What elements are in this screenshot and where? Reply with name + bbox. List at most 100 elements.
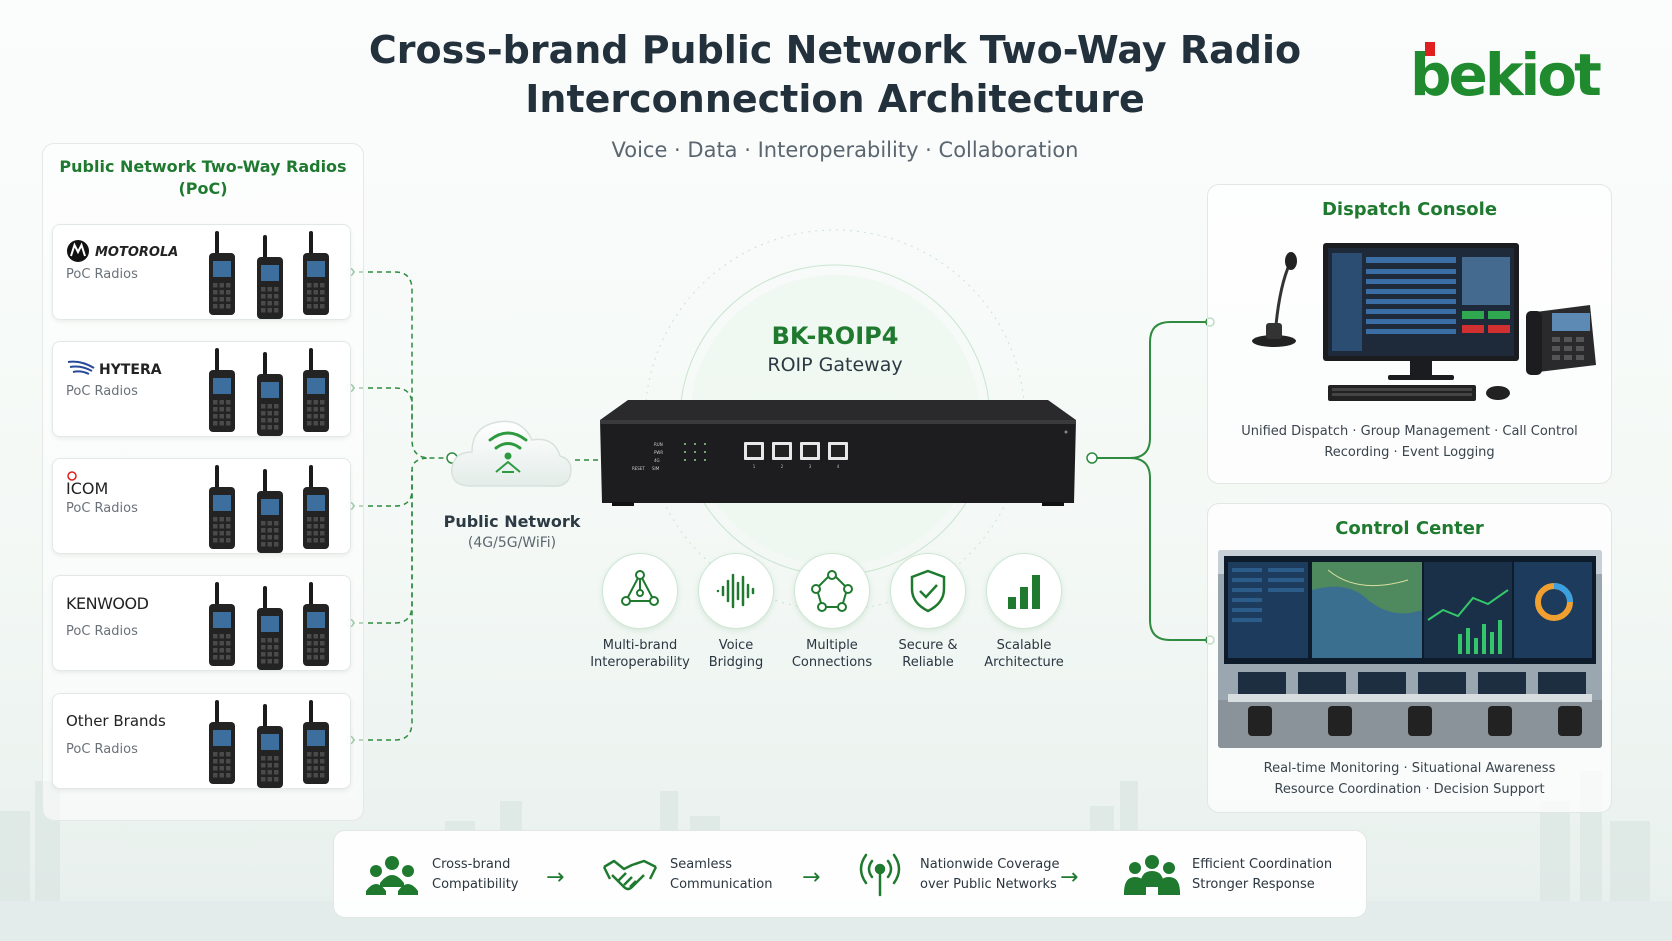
feature-label-line-2: Reliable <box>902 655 954 670</box>
sound-wave-icon <box>698 553 774 629</box>
control-desc-line-2: Resource Coordination · Decision Support <box>1274 782 1545 797</box>
brand-name: KENWOOD <box>66 594 149 613</box>
panel-label-reset: RESET <box>632 466 645 471</box>
microphone-icon <box>1252 252 1297 347</box>
arrow-right-icon: → <box>546 865 565 890</box>
control-center-description: Real-time Monitoring · Situational Aware… <box>1208 758 1611 800</box>
feature-label-line-1: Secure & <box>898 638 958 653</box>
dispatch-desc-line-1: Unified Dispatch · Group Management · Ca… <box>1241 424 1578 439</box>
radio-handset <box>257 704 283 788</box>
logo-red-mark <box>1425 42 1435 56</box>
port-number: 2 <box>781 464 784 469</box>
title-line-2: Interconnection Architecture <box>525 77 1145 121</box>
brand-card-kenwood[interactable]: KENWOOD PoC Radios <box>52 575 351 671</box>
gateway-model: BK-ROIP4 <box>771 322 899 350</box>
radio-handset <box>303 582 329 666</box>
brand-card-hytera[interactable]: HYTERA PoC Radios <box>52 341 351 437</box>
handshake-icon <box>602 859 658 891</box>
network-nodes-icon <box>602 553 678 629</box>
feature-label-line-2: Connections <box>791 655 873 670</box>
bar-chart-icon <box>986 553 1062 629</box>
desk-phone-icon <box>1526 305 1596 375</box>
arrow-right-icon: → <box>1060 865 1079 890</box>
connections-icon <box>794 553 870 629</box>
feature-label-line-1: Multiple <box>806 638 858 653</box>
benefit-line-2: over Public Networks <box>920 877 1057 892</box>
feature-multiple-connections: Multiple Connections <box>777 553 887 671</box>
radio-handset <box>257 586 283 670</box>
brand-name: HYTERA <box>99 362 162 378</box>
brand-sub: PoC Radios <box>66 384 138 399</box>
brand-sub: PoC Radios <box>66 267 138 282</box>
feature-label-line-1: Voice <box>718 638 754 653</box>
brand-sub: PoC Radios <box>66 501 138 516</box>
radio-handset <box>209 582 235 666</box>
radio-handsets-icon <box>209 231 329 319</box>
radio-handset <box>303 348 329 432</box>
control-center-illustration <box>1218 550 1602 748</box>
keyboard-icon <box>1328 385 1510 401</box>
brand-name: ICOM <box>66 479 109 498</box>
feature-label-line-2: Architecture <box>984 655 1064 670</box>
radio-handsets-icon <box>209 582 329 670</box>
brand-card-other[interactable]: Other Brands PoC Radios <box>52 693 351 789</box>
radio-handset <box>209 231 235 315</box>
radios-title-line-2: (PoC) <box>178 179 228 198</box>
shield-check-icon <box>890 553 966 629</box>
radio-handsets-icon <box>209 465 329 553</box>
radio-handset <box>257 469 283 553</box>
arrow-right-icon: → <box>802 865 821 890</box>
title-line-1: Cross-brand Public Network Two-Way Radio <box>368 28 1302 72</box>
feature-label-line-1: Scalable <box>996 638 1052 653</box>
brand-sub: PoC Radios <box>66 742 138 757</box>
radio-handset <box>209 348 235 432</box>
feature-secure-reliable: Secure & Reliable <box>873 553 983 671</box>
dispatch-console-description: Unified Dispatch · Group Management · Ca… <box>1208 421 1611 463</box>
team-icon <box>1124 855 1180 895</box>
radio-handset <box>303 700 329 784</box>
brand-sub: PoC Radios <box>66 624 138 639</box>
cloud-icon <box>451 420 572 488</box>
panel-label-pwr: PWR <box>654 450 663 455</box>
benefit-line-1: Nationwide Coverage <box>920 857 1060 872</box>
brand-name: MOTOROLA <box>95 245 179 260</box>
icom-logo-dot-icon <box>67 471 77 481</box>
radio-handset <box>257 235 283 319</box>
logo-text: bekiot <box>1410 41 1602 109</box>
dispatch-console-panel[interactable]: Dispatch Console <box>1207 184 1612 484</box>
radio-handsets-icon <box>209 700 329 788</box>
motorola-logo-icon <box>67 240 89 262</box>
bekiot-logo: bekiot <box>1410 42 1615 108</box>
radio-handset <box>257 352 283 436</box>
benefit-line-1: Cross-brand <box>432 857 511 872</box>
public-network-sub: (4G/5G/WiFi) <box>467 535 557 551</box>
benefits-banner: Cross-brand Compatibility → Seamless Com… <box>333 830 1367 918</box>
feature-label-line-2: Bridging <box>708 655 764 670</box>
benefit-line-2: Compatibility <box>432 877 519 892</box>
panel-label-4g: 4G <box>654 458 660 463</box>
monitor-icon <box>1323 243 1519 380</box>
benefit-line-2: Stronger Response <box>1192 877 1315 892</box>
brand-card-icom[interactable]: ICOM PoC Radios <box>52 458 351 554</box>
public-network-label: Public Network <box>443 512 581 531</box>
radio-handset <box>209 700 235 784</box>
dispatch-desc-line-2: Recording · Event Logging <box>1324 445 1495 460</box>
benefit-line-1: Seamless <box>670 857 733 872</box>
radio-handset <box>303 465 329 549</box>
hytera-logo-icon <box>67 360 95 375</box>
dispatch-console-title: Dispatch Console <box>1321 199 1498 220</box>
feature-label-line-1: Multi-brand <box>602 638 678 653</box>
port-number: 1 <box>753 464 756 469</box>
control-center-panel[interactable]: Control Center <box>1207 503 1612 813</box>
control-center-title: Control Center <box>1335 518 1484 539</box>
page-title: Cross-brand Public Network Two-Way Radio… <box>330 26 1340 124</box>
radios-title-line-1: Public Network Two-Way Radios <box>59 157 347 176</box>
feature-multi-brand: Multi-brand Interoperability <box>585 553 695 671</box>
brand-name: Other Brands <box>66 712 166 730</box>
antenna-icon <box>859 853 901 897</box>
brand-card-motorola[interactable]: MOTOROLA PoC Radios <box>52 224 351 320</box>
port-number: 3 <box>809 464 812 469</box>
wifi-icon <box>488 431 528 450</box>
dispatch-console-illustration <box>1252 243 1596 401</box>
roip-gateway-device: RUN PWR 4G RESET SIM 1 2 3 4 <box>600 400 1076 506</box>
